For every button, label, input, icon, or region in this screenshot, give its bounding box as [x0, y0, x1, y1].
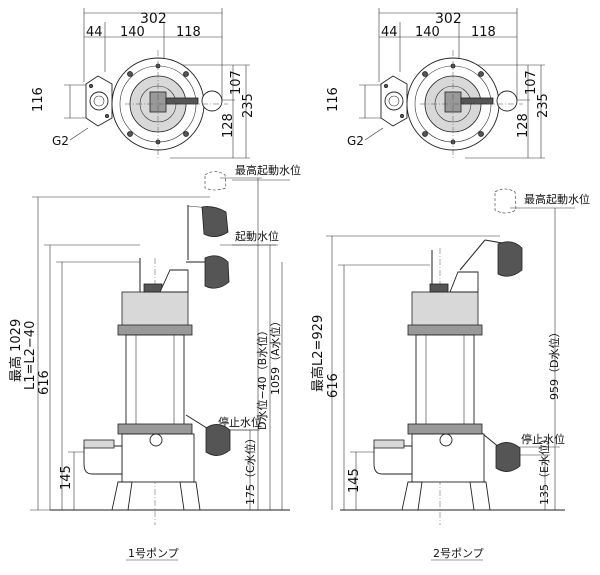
- dim-116-top2: 116: [326, 87, 341, 112]
- label-max-start-p1: 最高起動水位: [235, 163, 301, 177]
- dim-235-top2: 235: [536, 93, 551, 118]
- label-max-l2-929: 最高L2=929: [310, 315, 326, 392]
- pump-body-top1: [111, 50, 228, 160]
- label-l1-l2: L1=L2−40: [23, 321, 38, 390]
- dim-302-top2: 302: [435, 11, 462, 27]
- label-stop-p2: 停止水位: [521, 432, 565, 446]
- dim-140-top1: 140: [120, 25, 145, 40]
- label-max-1029: 最高 1029: [8, 319, 24, 382]
- caption-pump2: 2号ポンプ: [433, 547, 484, 560]
- dim-302-top1: 302: [140, 11, 167, 27]
- float-switch-high-p1: [187, 171, 229, 260]
- dim-128-top1: 128: [221, 113, 236, 138]
- label-e-level-p2: 135（E水位）: [537, 433, 551, 505]
- dim-128-top2: 128: [516, 113, 531, 138]
- pump-body-top2: [406, 50, 523, 160]
- label-145-p2: 145: [347, 468, 362, 493]
- float-switch-stop-p1: [185, 414, 231, 456]
- float-switch-start-p1: [186, 255, 230, 289]
- float-switch-stop-p2: [477, 429, 521, 472]
- label-616-p1: 616: [37, 370, 52, 395]
- outlet-g2-top2: G2: [347, 134, 364, 148]
- pump-casing-p1: [83, 433, 195, 483]
- label-c-level-p1: 175（C水位）: [243, 432, 257, 505]
- label-start-p1: 起動水位: [235, 229, 279, 243]
- dim-44-top1: 44: [86, 25, 103, 40]
- pump-feet-p1: [111, 481, 201, 511]
- top-view-pump1: 302 44 140 118 107 128 235 116 G2: [31, 8, 256, 160]
- label-max-start-p2: 最高起動水位: [524, 192, 590, 206]
- dim-118-top2: 118: [471, 25, 496, 40]
- dim-140-top2: 140: [415, 25, 440, 40]
- pump-casing-p2: [373, 433, 485, 483]
- float-switch-high-p2: [459, 188, 523, 277]
- label-145-p1: 145: [59, 465, 74, 490]
- outlet-flange-top2: [380, 75, 419, 127]
- dim-118-top1: 118: [176, 25, 201, 40]
- dim-235-top1: 235: [241, 93, 256, 118]
- motor-column-p1: [117, 258, 193, 435]
- outlet-g2-top1: G2: [52, 134, 69, 148]
- caption-pump1: 1号ポンプ: [128, 547, 179, 560]
- top-view-pump2: 302 44 140 118 107 128 235 116 G2: [326, 8, 551, 160]
- side-view-pump1: 最高 1029 L1=L2−40 616 145 最高起動水位 起動水位 停止水…: [8, 163, 301, 561]
- dim-44-top2: 44: [381, 25, 398, 40]
- motor-column-p2: [407, 250, 483, 435]
- label-stop-p1: 停止水位: [218, 415, 262, 429]
- side-view-pump2: 最高L2=929 616 145 最高起動水位 停止水位 959（D水位） 13…: [310, 188, 590, 561]
- dim-107-top1: 107: [229, 70, 244, 95]
- pump-feet-p2: [401, 481, 491, 511]
- label-a-level-p1: 1059（A水位）: [268, 315, 282, 395]
- dim-107-top2: 107: [524, 70, 539, 95]
- dim-116-top1: 116: [31, 87, 46, 112]
- label-d-level-p1: D水位−40（B水位）: [255, 325, 269, 430]
- label-616-p2: 616: [326, 373, 341, 398]
- label-d-level-p2: 959（D水位）: [547, 327, 561, 400]
